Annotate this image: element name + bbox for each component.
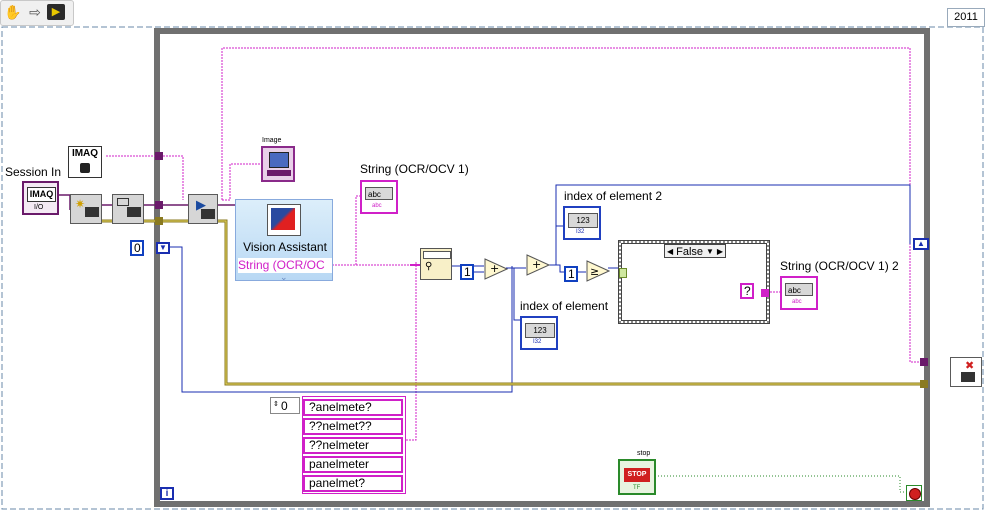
version-label: 2011 xyxy=(947,8,985,27)
array-index-value: 0 xyxy=(281,399,288,413)
camera-icon-3 xyxy=(201,209,215,219)
stop-button-label: stop xyxy=(637,450,651,457)
array-index-display[interactable]: ⇕ 0 xyxy=(270,397,300,414)
increment-case-icon[interactable]: ▶ xyxy=(716,247,723,256)
search-array-node[interactable]: ⚲ xyxy=(420,248,452,280)
index-element-2-text: 123 xyxy=(568,213,598,228)
stop-if-true-icon xyxy=(909,488,921,500)
play-arrow-icon: ▶ xyxy=(196,197,206,212)
arrow-right-icon[interactable]: ⇨ xyxy=(29,4,41,20)
decrement-case-icon[interactable]: ◀ xyxy=(667,247,674,256)
camera-icon xyxy=(85,207,99,217)
svg-text:+: + xyxy=(490,262,499,275)
error-tunnel-right xyxy=(920,380,928,388)
one-constant-a[interactable]: 1 xyxy=(460,264,474,280)
string-indicator-1-label: String (OCR/OCV 1) xyxy=(360,162,469,176)
refnum-tunnel-right xyxy=(920,358,928,366)
camera-icon-4 xyxy=(961,372,975,382)
add-node-2[interactable]: + xyxy=(526,254,550,276)
string-indicator-1[interactable]: abc abc xyxy=(360,180,398,214)
hand-tool-icon[interactable]: ✋ xyxy=(4,4,22,20)
vision-assistant-title: Vision Assistant xyxy=(243,240,327,254)
refnum-tunnel-left xyxy=(155,201,163,209)
imaq-create-text: IMAQ xyxy=(71,148,99,159)
imaqdx-configure-node[interactable] xyxy=(112,194,144,224)
config-icon xyxy=(117,198,129,206)
string-indicator-1-text: abc xyxy=(365,187,393,200)
stop-button[interactable]: STOP TF xyxy=(618,459,656,495)
camera-icon-2 xyxy=(127,207,141,217)
loop-condition-terminal[interactable] xyxy=(906,485,922,501)
search-icon: ⚲ xyxy=(425,261,433,272)
string-indicator-2-text: abc xyxy=(785,283,813,296)
svg-text:≥: ≥ xyxy=(590,265,599,278)
highlight-execution-icon[interactable]: ▶ xyxy=(47,4,65,20)
case-selector-label: False xyxy=(676,246,704,258)
index-stepper-icon[interactable]: ⇕ xyxy=(273,401,279,408)
refnum-tunnel-left-top xyxy=(155,152,163,160)
array-item[interactable]: panelmet? xyxy=(303,475,403,492)
imaqdx-close-node[interactable]: ✖ xyxy=(950,357,982,387)
imaq-create-node[interactable]: IMAQ xyxy=(68,146,102,178)
case-dropdown-icon[interactable]: ▼ xyxy=(705,247,714,256)
string-type-icon-2: abc xyxy=(792,299,802,305)
case-structure[interactable]: ◀ False ▼ ▶ xyxy=(618,240,770,324)
string-indicator-2[interactable]: abc abc xyxy=(780,276,818,310)
array-item[interactable]: panelmeter xyxy=(303,456,403,473)
session-in-text: IMAQ xyxy=(27,187,56,202)
greater-or-equal-node[interactable]: ≥ xyxy=(586,260,610,282)
i32-type-icon: I32 xyxy=(576,229,585,235)
session-in-type-tag: I/O xyxy=(34,204,44,211)
add-node-1[interactable]: + xyxy=(484,258,508,280)
string-array-constant[interactable]: ?anelmete? ??nelmet?? ??nelmeter panelme… xyxy=(302,396,406,494)
index-element-indicator[interactable]: 123 I32 xyxy=(520,316,558,350)
array-item[interactable]: ??nelmeter xyxy=(303,437,403,454)
image-indicator[interactable] xyxy=(261,146,295,182)
case-selector-terminal xyxy=(619,268,627,278)
expand-chevron-icon[interactable]: ⌄ xyxy=(280,272,288,282)
vision-assistant-icon xyxy=(267,204,301,236)
open-camera-icon: ✷ xyxy=(75,197,86,211)
close-icon: ✖ xyxy=(965,360,975,372)
vision-assistant-node[interactable]: Vision Assistant String (OCR/OC ⌄ xyxy=(235,199,333,282)
one-constant-b[interactable]: 1 xyxy=(564,266,578,282)
run-toolbar: ✋ ⇨ ▶ xyxy=(0,0,74,26)
i32-type-icon-2: I32 xyxy=(533,339,542,345)
shift-register-right: ▲ xyxy=(913,238,929,250)
case-selector[interactable]: ◀ False ▼ ▶ xyxy=(664,244,726,258)
zero-constant[interactable]: 0 xyxy=(130,240,144,256)
session-in-control[interactable]: IMAQ I/O xyxy=(22,181,59,215)
session-in-label: Session In xyxy=(5,165,62,179)
array-item[interactable]: ??nelmet?? xyxy=(303,418,403,435)
boolean-type-tag: TF xyxy=(633,485,641,491)
imaqdx-open-node[interactable]: ✷ xyxy=(70,194,102,224)
vision-assistant-output-terminal[interactable]: String (OCR/OC xyxy=(238,258,332,273)
array-item[interactable]: ?anelmete? xyxy=(303,399,403,416)
index-element-2-indicator[interactable]: 123 I32 xyxy=(563,206,601,240)
iteration-terminal: i xyxy=(160,487,174,500)
index-element-text: 123 xyxy=(525,323,555,338)
case-output-tunnel xyxy=(761,289,769,297)
imaq-create-icon xyxy=(80,163,90,173)
imaqdx-grab-node[interactable]: ▶ xyxy=(188,194,218,224)
image-indicator-label: Image xyxy=(262,137,282,144)
index-element-label: index of element xyxy=(520,299,609,313)
string-indicator-2-label: String (OCR/OCV 1) 2 xyxy=(780,259,899,273)
image-preview-icon xyxy=(269,152,289,168)
question-string-constant[interactable]: ? xyxy=(740,283,754,299)
image-type-tag xyxy=(267,170,291,176)
shift-register-left: ▼ xyxy=(156,242,170,254)
stop-button-text: STOP xyxy=(624,468,650,482)
index-element-2-label: index of element 2 xyxy=(564,189,663,203)
error-tunnel-left xyxy=(155,217,163,225)
string-type-icon: abc xyxy=(372,203,382,209)
svg-text:+: + xyxy=(532,258,541,271)
